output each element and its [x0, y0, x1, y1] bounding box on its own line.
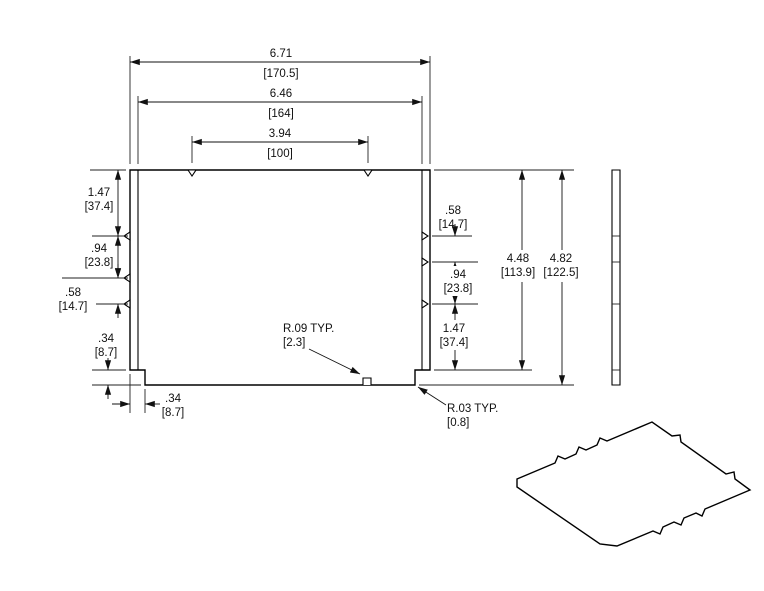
dim-left1-in: 1.47 [88, 187, 110, 199]
dim-height-overall-mm: [122.5] [543, 267, 578, 279]
dim-bottom-step-mm: [8.7] [162, 407, 184, 419]
right-edge-notch [421, 230, 429, 242]
label-backgrounds [433, 250, 582, 350]
part-outline [129, 169, 431, 386]
isometric-outline [516, 421, 752, 547]
side-view [611, 169, 621, 386]
dim-height-inner-mm: [113.9] [501, 267, 535, 279]
dim-width-inner-in: 6.46 [270, 88, 292, 100]
dim-width-inner-mm: [164] [268, 108, 294, 120]
side-view-outline [611, 169, 621, 386]
radius-inner-mm: [2.3] [283, 337, 305, 349]
radius-inner-label: R.09 TYP. [283, 323, 334, 335]
dim-height-inner-in: 4.48 [507, 253, 529, 265]
top-notch [186, 169, 198, 177]
radius-corner-mm: [0.8] [447, 417, 469, 429]
dim-right1-in: .58 [445, 205, 461, 217]
dimension-labels: 6.71 [170.5] 6.46 [164] 3.94 [100] 1.47 … [59, 48, 579, 429]
dim-left3-in: .58 [65, 287, 81, 299]
leader-line [308, 348, 361, 375]
extension-lines [62, 56, 574, 413]
leader-line [417, 386, 447, 406]
dim-right1-mm: [14.7] [439, 219, 468, 231]
dim-left2-in: .94 [91, 243, 108, 255]
label-bg [433, 320, 475, 350]
dim-bottom-step-in: .34 [165, 393, 182, 405]
dim-left-step-mm: [8.7] [95, 347, 117, 359]
dim-right2-in: .94 [450, 269, 467, 281]
dim-right2-mm: [23.8] [444, 283, 473, 295]
dim-left-step-in: .34 [98, 333, 115, 345]
bottom-edge-notch [362, 377, 372, 385]
isometric-view [516, 421, 752, 547]
top-notch [362, 169, 374, 177]
dim-width-overall-mm: [170.5] [263, 68, 298, 80]
dim-right3-in: 1.47 [443, 323, 465, 335]
dimension-lines [104, 58, 566, 408]
right-edge-notch [421, 298, 429, 310]
front-view [123, 169, 431, 386]
dim-width-overall-in: 6.71 [270, 48, 292, 60]
label-bg [540, 250, 582, 282]
dim-top-notches-in: 3.94 [269, 128, 292, 140]
dim-right3-mm: [37.4] [440, 337, 469, 349]
dim-top-notches-mm: [100] [267, 148, 293, 160]
radius-corner-label: R.03 TYP. [447, 403, 498, 415]
label-bg [498, 250, 538, 282]
dim-left2-mm: [23.8] [85, 257, 114, 269]
right-edge-notch [421, 256, 429, 268]
dim-left1-mm: [37.4] [85, 201, 114, 213]
dim-left3-mm: [14.7] [59, 301, 88, 313]
dim-height-overall-in: 4.82 [550, 253, 572, 265]
label-bg [438, 266, 478, 296]
